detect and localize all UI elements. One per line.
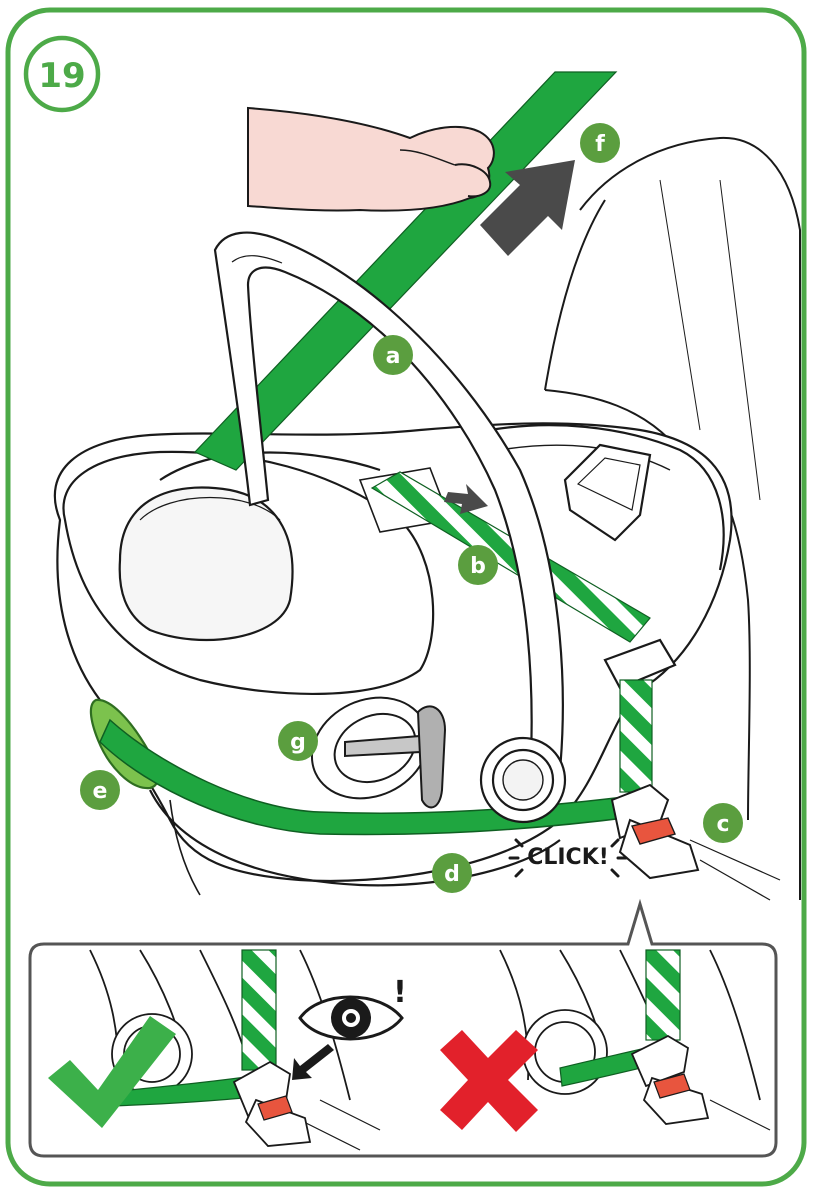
- label-b: b: [458, 545, 498, 585]
- vehicle-seat: [544, 136, 801, 901]
- label-g: g: [278, 721, 318, 761]
- adjuster-dial: [310, 696, 447, 809]
- arrow-icon: [292, 1044, 334, 1080]
- svg-text:a: a: [386, 344, 401, 369]
- alert-mark: !: [393, 975, 407, 1010]
- label-f: f: [580, 123, 620, 163]
- carry-handle: [213, 231, 567, 824]
- striped-belt-vertical: [619, 679, 653, 793]
- pull-arrow-icon: [480, 160, 575, 256]
- label-d: d: [432, 853, 472, 893]
- step-number: 19: [38, 56, 85, 96]
- click-indicator: CLICK!: [508, 838, 628, 878]
- svg-text:e: e: [93, 779, 108, 804]
- cross-icon: [440, 1030, 538, 1132]
- svg-text:d: d: [444, 862, 460, 887]
- svg-text:c: c: [716, 812, 729, 837]
- hand-icon: [247, 106, 495, 212]
- tension-arrow-icon: [444, 484, 488, 514]
- label-c: c: [703, 803, 743, 843]
- detail-inset: !: [28, 898, 778, 1158]
- svg-text:g: g: [290, 730, 306, 755]
- belt-buckle: [610, 783, 700, 880]
- svg-text:b: b: [470, 554, 486, 579]
- eye-icon: !: [298, 975, 407, 1041]
- step-badge: 19: [23, 35, 101, 113]
- check-icon: [48, 1016, 176, 1128]
- inset-incorrect-panel: [499, 949, 771, 1131]
- label-a: a: [373, 335, 413, 375]
- click-text: CLICK!: [527, 845, 609, 870]
- svg-text:f: f: [595, 132, 605, 157]
- label-e: e: [80, 770, 120, 810]
